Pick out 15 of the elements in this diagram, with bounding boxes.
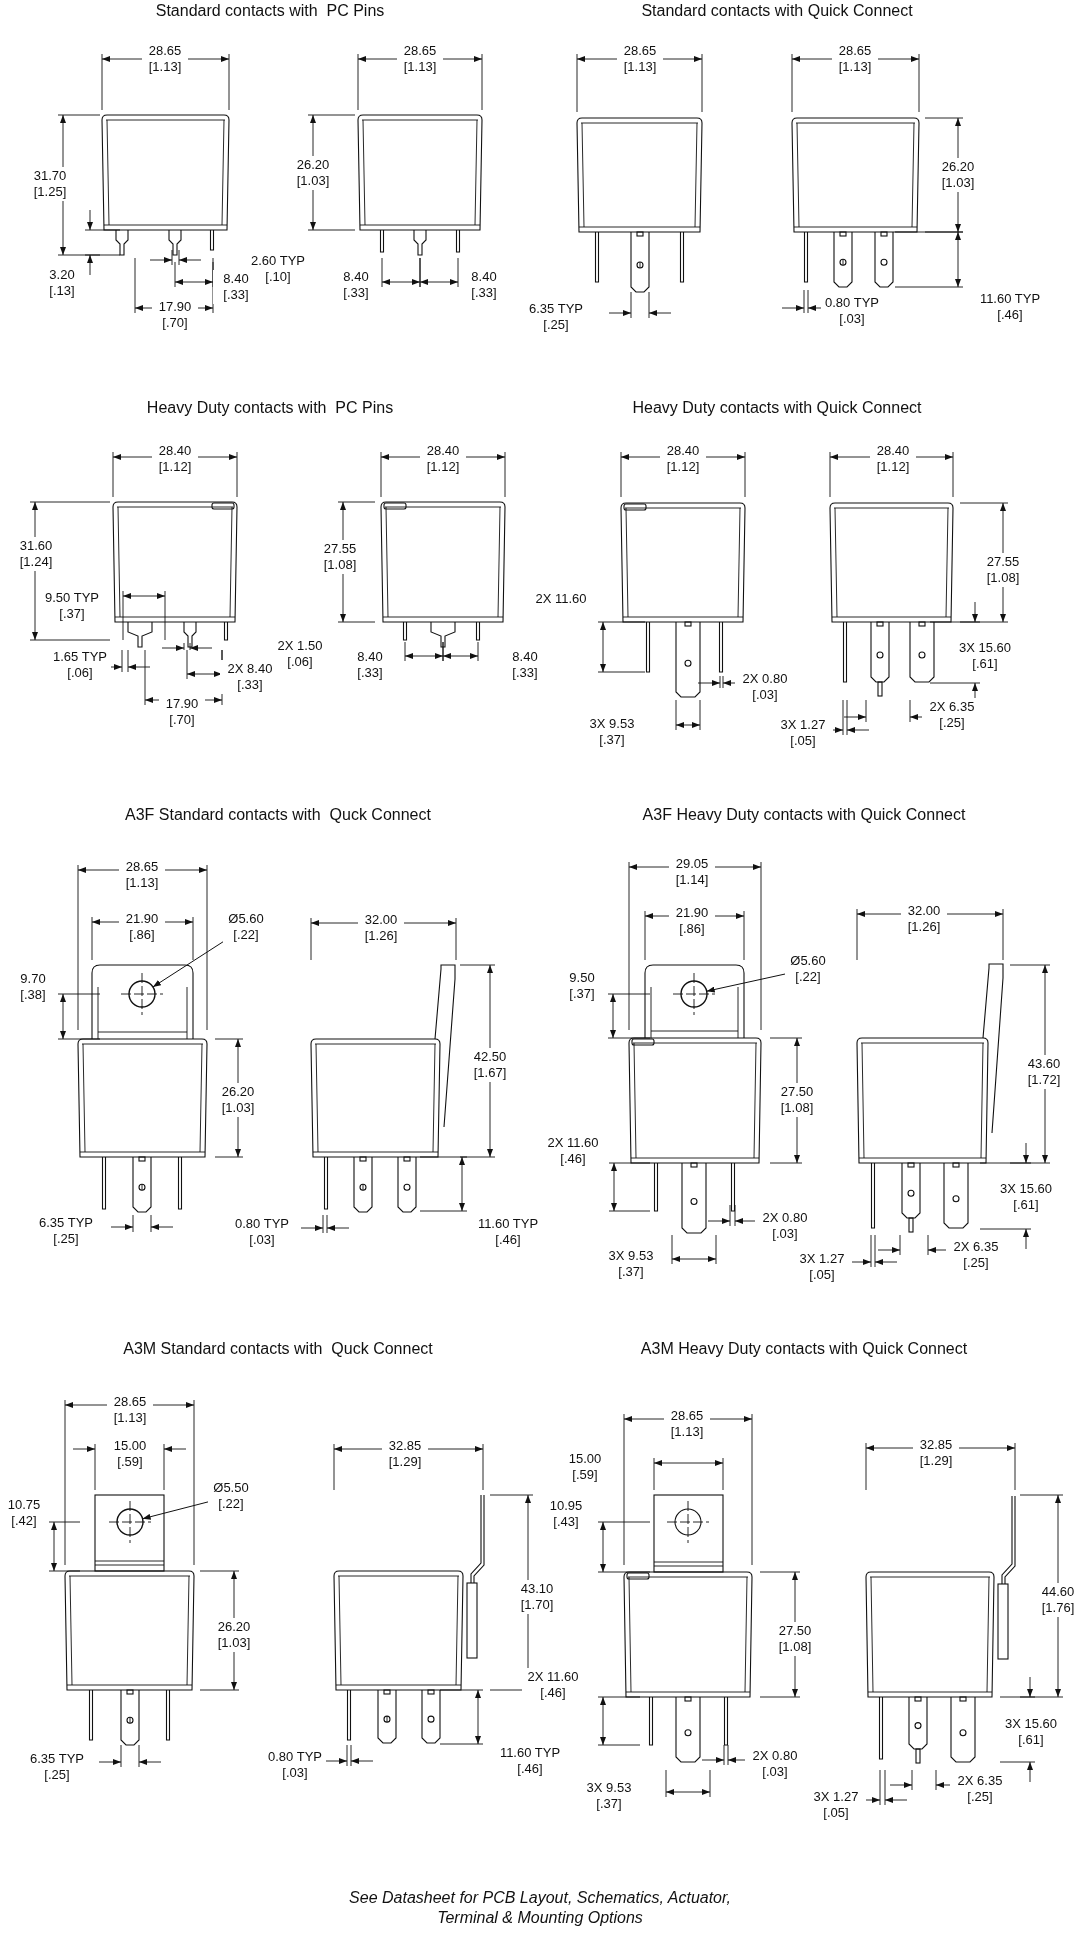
- view-heading: A3M Standard contacts with Quck Connect: [123, 1340, 433, 1358]
- view-heading: Standard contacts with PC Pins: [155, 2, 385, 20]
- view-heading: Heavy Duty contacts with PC Pins: [146, 399, 394, 417]
- leader-line: [706, 973, 786, 993]
- view-heading: A3F Standard contacts with Quck Connect: [125, 806, 431, 824]
- mounting-hole: [116, 1508, 144, 1536]
- mounting-hole: [680, 980, 708, 1008]
- view-heading: A3F Heavy Duty contacts with Quick Connect: [642, 806, 966, 824]
- mounting-hole: [128, 980, 156, 1008]
- leader-line: [152, 941, 224, 988]
- view-heading: A3M Heavy Duty contacts with Quick Connect: [640, 1340, 968, 1358]
- footnote: See Datasheet for PCB Layout, Schematics, Actuator, Terminal & Mounting Options: [348, 1888, 732, 1928]
- view-heading: Heavy Duty contacts with Quick Connect: [632, 399, 922, 417]
- view-heading: Standard contacts with Quick Connect: [641, 2, 913, 20]
- leader-line: [142, 1501, 209, 1520]
